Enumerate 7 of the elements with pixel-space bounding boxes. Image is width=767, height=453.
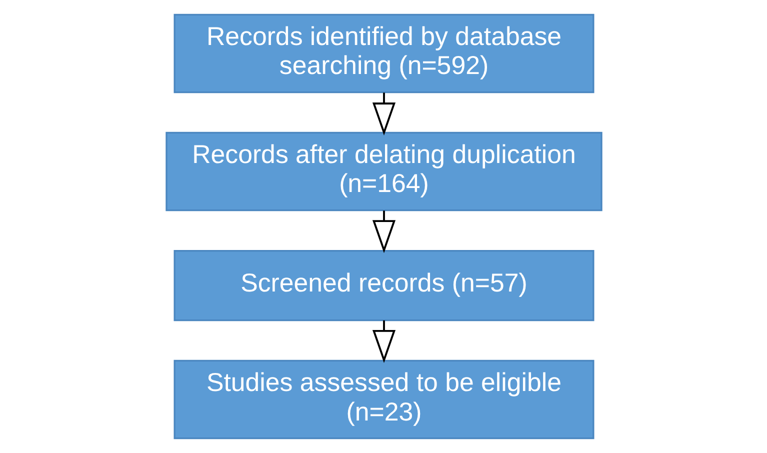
node-box: Studies assessed to be eligible (n=23) bbox=[173, 360, 594, 440]
arrow bbox=[372, 320, 396, 363]
node-box: Records after delating duplication (n=164) bbox=[165, 132, 602, 212]
node-box: Records identified by database searching (n=592) bbox=[173, 14, 594, 94]
node-box: Screened records (n=57) bbox=[173, 250, 594, 322]
arrow bbox=[372, 92, 396, 136]
arrow bbox=[372, 210, 396, 254]
